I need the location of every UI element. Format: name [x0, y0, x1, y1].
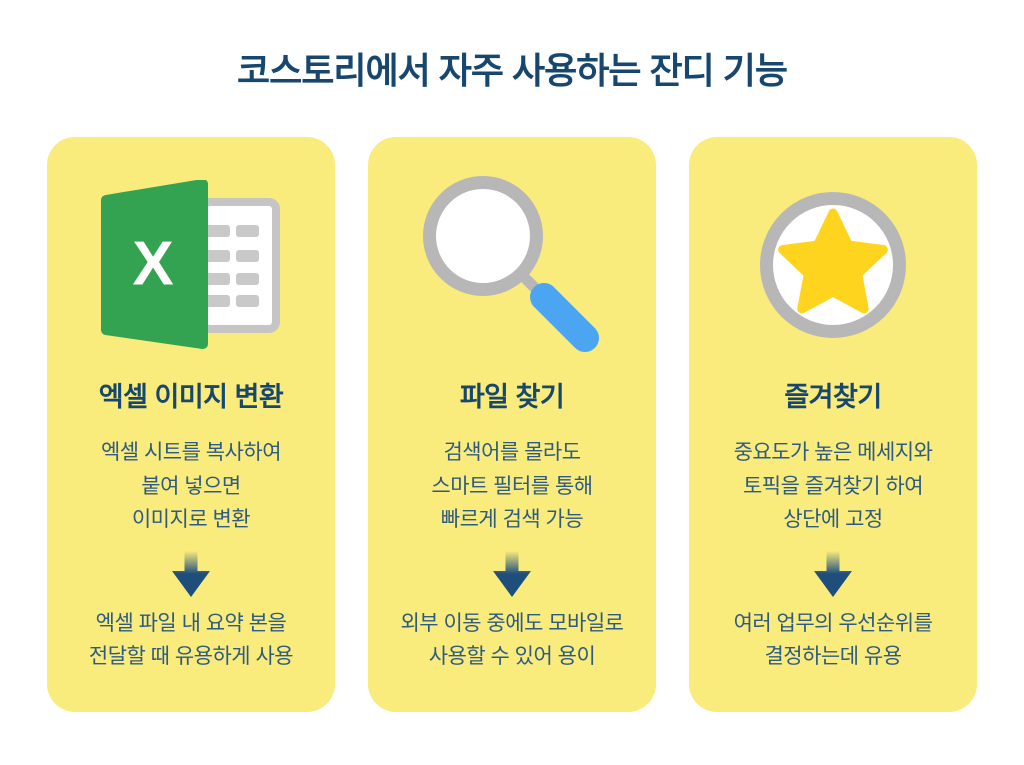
magnifier-icon — [423, 175, 601, 355]
description-line: 붙여 넣으면 — [141, 474, 241, 498]
description-line: 토픽을 즐겨찾기 하여 — [742, 474, 924, 498]
card-benefit: 엑셀 파일 내 요약 본을 전달할 때 유용하게 사용 — [88, 607, 294, 674]
description-line: 엑셀 시트를 복사하여 — [100, 441, 282, 464]
card-file-search: 파일 찾기 검색어를 몰라도 스마트 필터를 통해 빠르게 검색 가능 외부 이… — [368, 137, 656, 712]
benefit-line: 여러 업무의 우선순위를 — [733, 611, 933, 635]
card-description: 엑셀 시트를 복사하여 붙여 넣으면 이미지로 변환 — [100, 436, 282, 537]
card-benefit: 외부 이동 중에도 모바일로 사용할 수 있어 용이 — [400, 607, 624, 674]
excel-icon: X — [100, 175, 282, 355]
card-title: 파일 찾기 — [459, 382, 565, 412]
card-title: 엑셀 이미지 변환 — [98, 382, 284, 412]
description-line: 중요도가 높은 메세지와 — [733, 441, 933, 464]
down-arrow-icon — [493, 550, 531, 597]
benefit-line: 사용할 수 있어 용이 — [428, 645, 596, 668]
description-line: 빠르게 검색 가능 — [440, 508, 584, 531]
benefit-line: 외부 이동 중에도 모바일로 — [400, 611, 624, 635]
card-title: 즐겨찾기 — [784, 382, 882, 412]
description-line: 스마트 필터를 통해 — [431, 474, 593, 498]
cards-row: X 엑셀 이미지 변환 엑셀 시트를 복사하여 붙여 넣으면 이미지로 변환 엑… — [47, 137, 977, 712]
card-favorites: 즐겨찾기 중요도가 높은 메세지와 토픽을 즐겨찾기 하여 상단에 고정 여러 … — [689, 137, 977, 712]
benefit-line: 결정하는데 유용 — [764, 645, 902, 668]
card-benefit: 여러 업무의 우선순위를 결정하는데 유용 — [734, 607, 933, 674]
page-title: 코스토리에서 자주 사용하는 잔디 기능 — [237, 50, 788, 91]
down-arrow-icon — [814, 550, 852, 597]
card-description: 검색어를 몰라도 스마트 필터를 통해 빠르게 검색 가능 — [431, 436, 593, 537]
benefit-line: 엑셀 파일 내 요약 본을 — [95, 611, 287, 635]
benefit-line: 전달할 때 유용하게 사용 — [88, 645, 294, 668]
description-line: 상단에 고정 — [783, 508, 883, 531]
card-excel-image-conversion: X 엑셀 이미지 변환 엑셀 시트를 복사하여 붙여 넣으면 이미지로 변환 엑… — [47, 137, 335, 712]
star-icon — [758, 175, 908, 355]
card-description: 중요도가 높은 메세지와 토픽을 즐겨찾기 하여 상단에 고정 — [734, 436, 933, 537]
excel-letter: X — [132, 230, 173, 299]
down-arrow-icon — [172, 550, 210, 597]
description-line: 검색어를 몰라도 — [443, 441, 581, 464]
description-line: 이미지로 변환 — [131, 508, 251, 531]
